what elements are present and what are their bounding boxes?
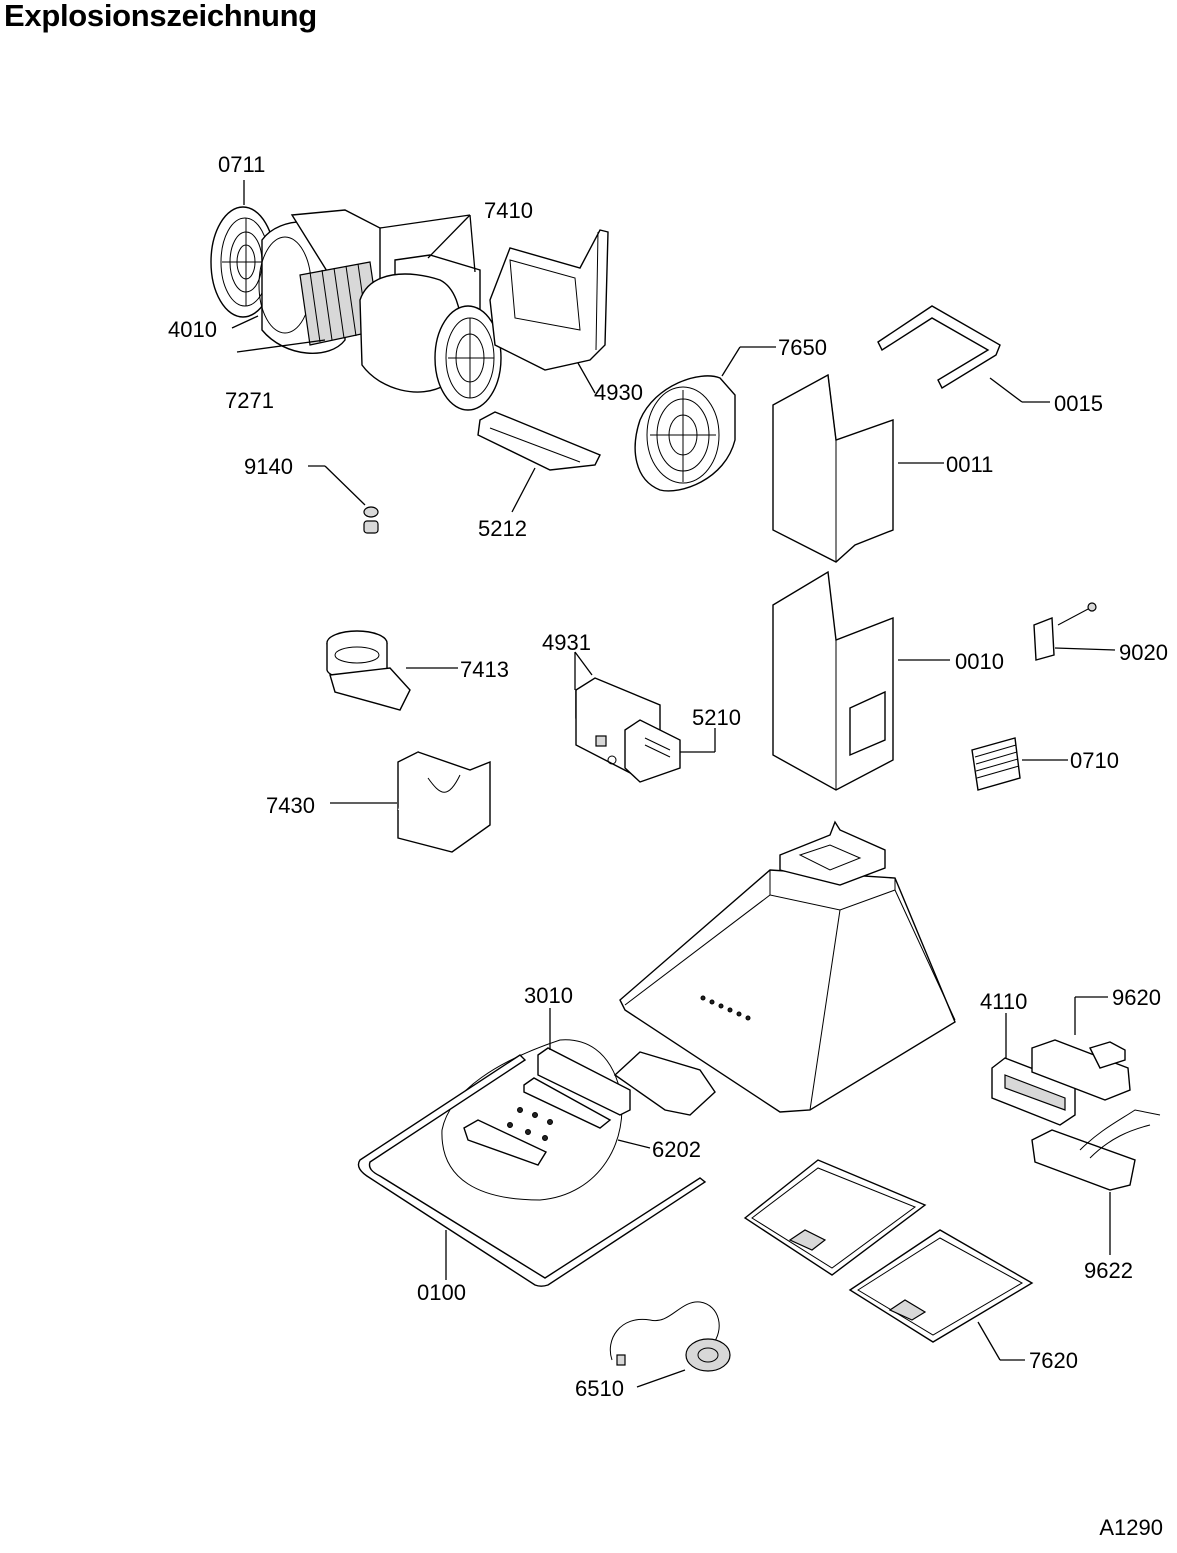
label-4931: 4931 <box>542 630 591 655</box>
drawing-code: A1290 <box>1099 1515 1163 1540</box>
part-7413-duct-adapter <box>326 630 411 711</box>
part-0015-u-bracket <box>877 305 1001 389</box>
label-7271: 7271 <box>225 388 274 413</box>
label-7430: 7430 <box>266 793 315 818</box>
part-9140-buttons <box>363 506 379 534</box>
part-9622-terminal-block <box>1031 1109 1161 1191</box>
label-3010: 3010 <box>524 983 573 1008</box>
part-5210-pcb <box>624 719 681 783</box>
part-9020-clip <box>1033 602 1097 661</box>
part-canopy-hood <box>619 820 956 1113</box>
part-6510-lamp <box>609 1301 731 1372</box>
label-9140: 9140 <box>244 454 293 479</box>
label-4010: 4010 <box>168 317 217 342</box>
label-7413: 7413 <box>460 657 509 682</box>
label-6202: 6202 <box>652 1137 701 1162</box>
label-5212: 5212 <box>478 516 527 541</box>
page-title: Explosionszeichnung <box>4 0 317 33</box>
label-0015: 0015 <box>1054 391 1103 416</box>
label-0010: 0010 <box>955 649 1004 674</box>
part-5212-bracket <box>477 411 601 471</box>
part-7430-carbon-filter <box>397 751 491 853</box>
part-3010-6202-switch-panel <box>441 1039 716 1201</box>
part-7620-grease-filters <box>743 1159 1034 1343</box>
part-7650-fan-cover <box>634 375 736 492</box>
label-4110: 4110 <box>980 989 1027 1014</box>
part-0010-lower-chimney <box>772 570 894 791</box>
label-0100: 0100 <box>417 1280 466 1305</box>
label-0710: 0710 <box>1070 748 1119 773</box>
part-inlet-ring-right <box>434 305 502 411</box>
label-9020: 9020 <box>1119 640 1168 665</box>
label-4930: 4930 <box>594 380 643 405</box>
label-5210: 5210 <box>692 705 741 730</box>
label-0011: 0011 <box>946 452 993 477</box>
label-0711: 0711 <box>218 152 265 177</box>
part-0710-grille <box>971 737 1021 791</box>
label-7410: 7410 <box>484 198 533 223</box>
part-9620-transformer <box>1031 1039 1131 1101</box>
blower-assembly <box>210 206 609 411</box>
part-0011-upper-chimney <box>772 373 894 563</box>
part-4930-mounting-frame <box>489 229 609 371</box>
label-7650: 7650 <box>778 335 827 360</box>
part-number-labels: 0711 7410 4010 7271 4930 7650 0015 9140 … <box>168 152 1168 1401</box>
label-6510: 6510 <box>575 1376 624 1401</box>
part-0100-trim-frame <box>357 1054 707 1287</box>
label-9622: 9622 <box>1084 1258 1133 1283</box>
part-4110-lamp-holder <box>991 1057 1076 1126</box>
label-9620: 9620 <box>1112 985 1161 1010</box>
leader-lines <box>231 180 1116 1388</box>
label-7620: 7620 <box>1029 1348 1078 1373</box>
